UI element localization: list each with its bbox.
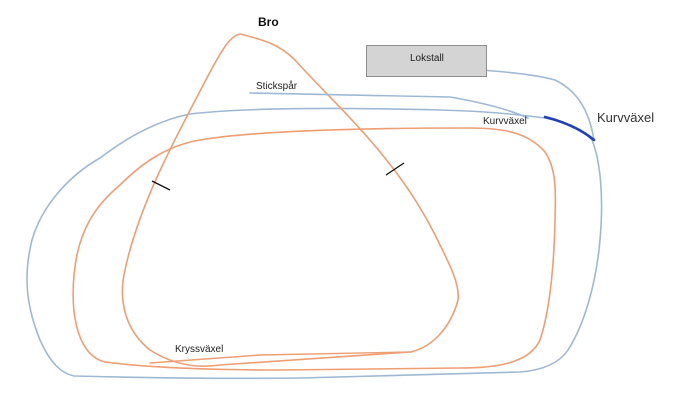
stickspar-track bbox=[249, 92, 529, 119]
outer-blue-track bbox=[26, 107, 603, 380]
bridge-mark-left bbox=[151, 180, 171, 191]
crossing-segment bbox=[149, 351, 413, 364]
lokstall-label: Lokstall bbox=[410, 53, 444, 64]
bridge-mark-right bbox=[385, 162, 405, 176]
inner-orange-track bbox=[72, 127, 557, 371]
kurvvaxel-small-label: Kurvväxel bbox=[483, 116, 527, 127]
stickspar-label: Stickspår bbox=[256, 81, 298, 92]
bro-label: Bro bbox=[258, 15, 279, 29]
kurvvaxel-big-label: Kurvväxel bbox=[597, 110, 655, 125]
lokstall-box: Lokstall bbox=[366, 45, 487, 77]
kryssvaxel-label: Kryssväxel bbox=[175, 344, 224, 355]
bridge-triangle-track bbox=[121, 33, 460, 367]
curve-switch-highlight bbox=[543, 115, 596, 142]
